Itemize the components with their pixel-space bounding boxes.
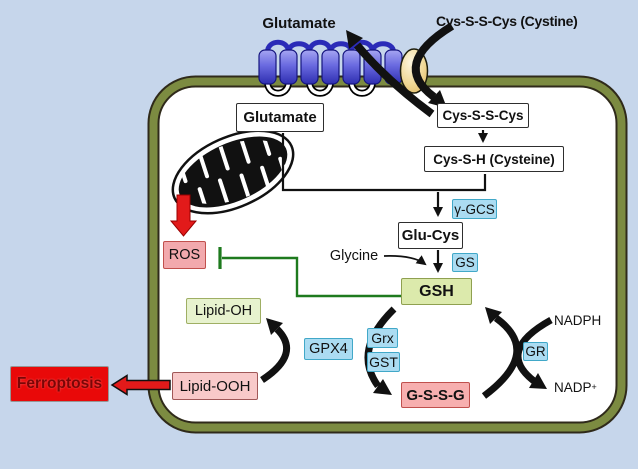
gpx4-cycle (260, 306, 397, 395)
nadp-base: NADP (554, 379, 592, 395)
ggcs-enzyme-box: γ-GCS (452, 199, 497, 219)
extracellular-glutamate-label: Glutamate (262, 14, 336, 32)
cystine-box: Cys-S-S-Cys (437, 103, 529, 128)
cysteine-box: Cys-S-H (Cysteine) (424, 146, 564, 172)
glutamate-export-arrowhead (346, 30, 363, 49)
gssg-box: G-S-S-G (401, 382, 470, 408)
grx-enzyme-box: Grx (367, 328, 398, 348)
nadp-superscript: + (591, 382, 597, 392)
gsh-inhibition-line (218, 247, 401, 298)
glutamate-box: Glutamate (236, 103, 324, 132)
nadph-label: NADPH (554, 312, 602, 328)
lipid-oh-box: Lipid-OH (186, 298, 261, 324)
gs-enzyme-box: GS (452, 253, 478, 272)
nadp-label: NADP+ (554, 379, 606, 395)
precursor-junction-line (281, 133, 487, 192)
glycine-arrow (383, 255, 427, 266)
gr-cycle (481, 307, 553, 399)
mitochondrion-icon (171, 129, 295, 215)
ferroptosis-box: Ferroptosis (10, 366, 109, 402)
nadph-to-nadp-arrowhead (529, 373, 547, 389)
reaction-connectors (281, 130, 488, 273)
extracellular-cystine-label: Cys-S-S-Cys (Cystine) (436, 13, 578, 29)
glu-cys-box: Glu-Cys (398, 222, 463, 249)
gr-enzyme-box: GR (523, 342, 548, 361)
glycine-label: Glycine (329, 248, 379, 264)
gsh-to-gssg-arrowhead (373, 379, 392, 395)
lipidooh-to-ferroptosis-arrow (110, 374, 171, 396)
gsh-box: GSH (401, 278, 472, 305)
lipidooh-to-lipidoh-arrowhead (266, 318, 283, 335)
ros-box: ROS (163, 241, 206, 269)
gpx4-enzyme-box: GPX4 (304, 338, 353, 360)
gssg-to-gsh-arrowhead (485, 307, 502, 324)
lipid-ooh-box: Lipid-OOH (172, 372, 258, 400)
gst-enzyme-box: GST (367, 352, 400, 372)
mito-to-ros-arrow (169, 194, 198, 237)
